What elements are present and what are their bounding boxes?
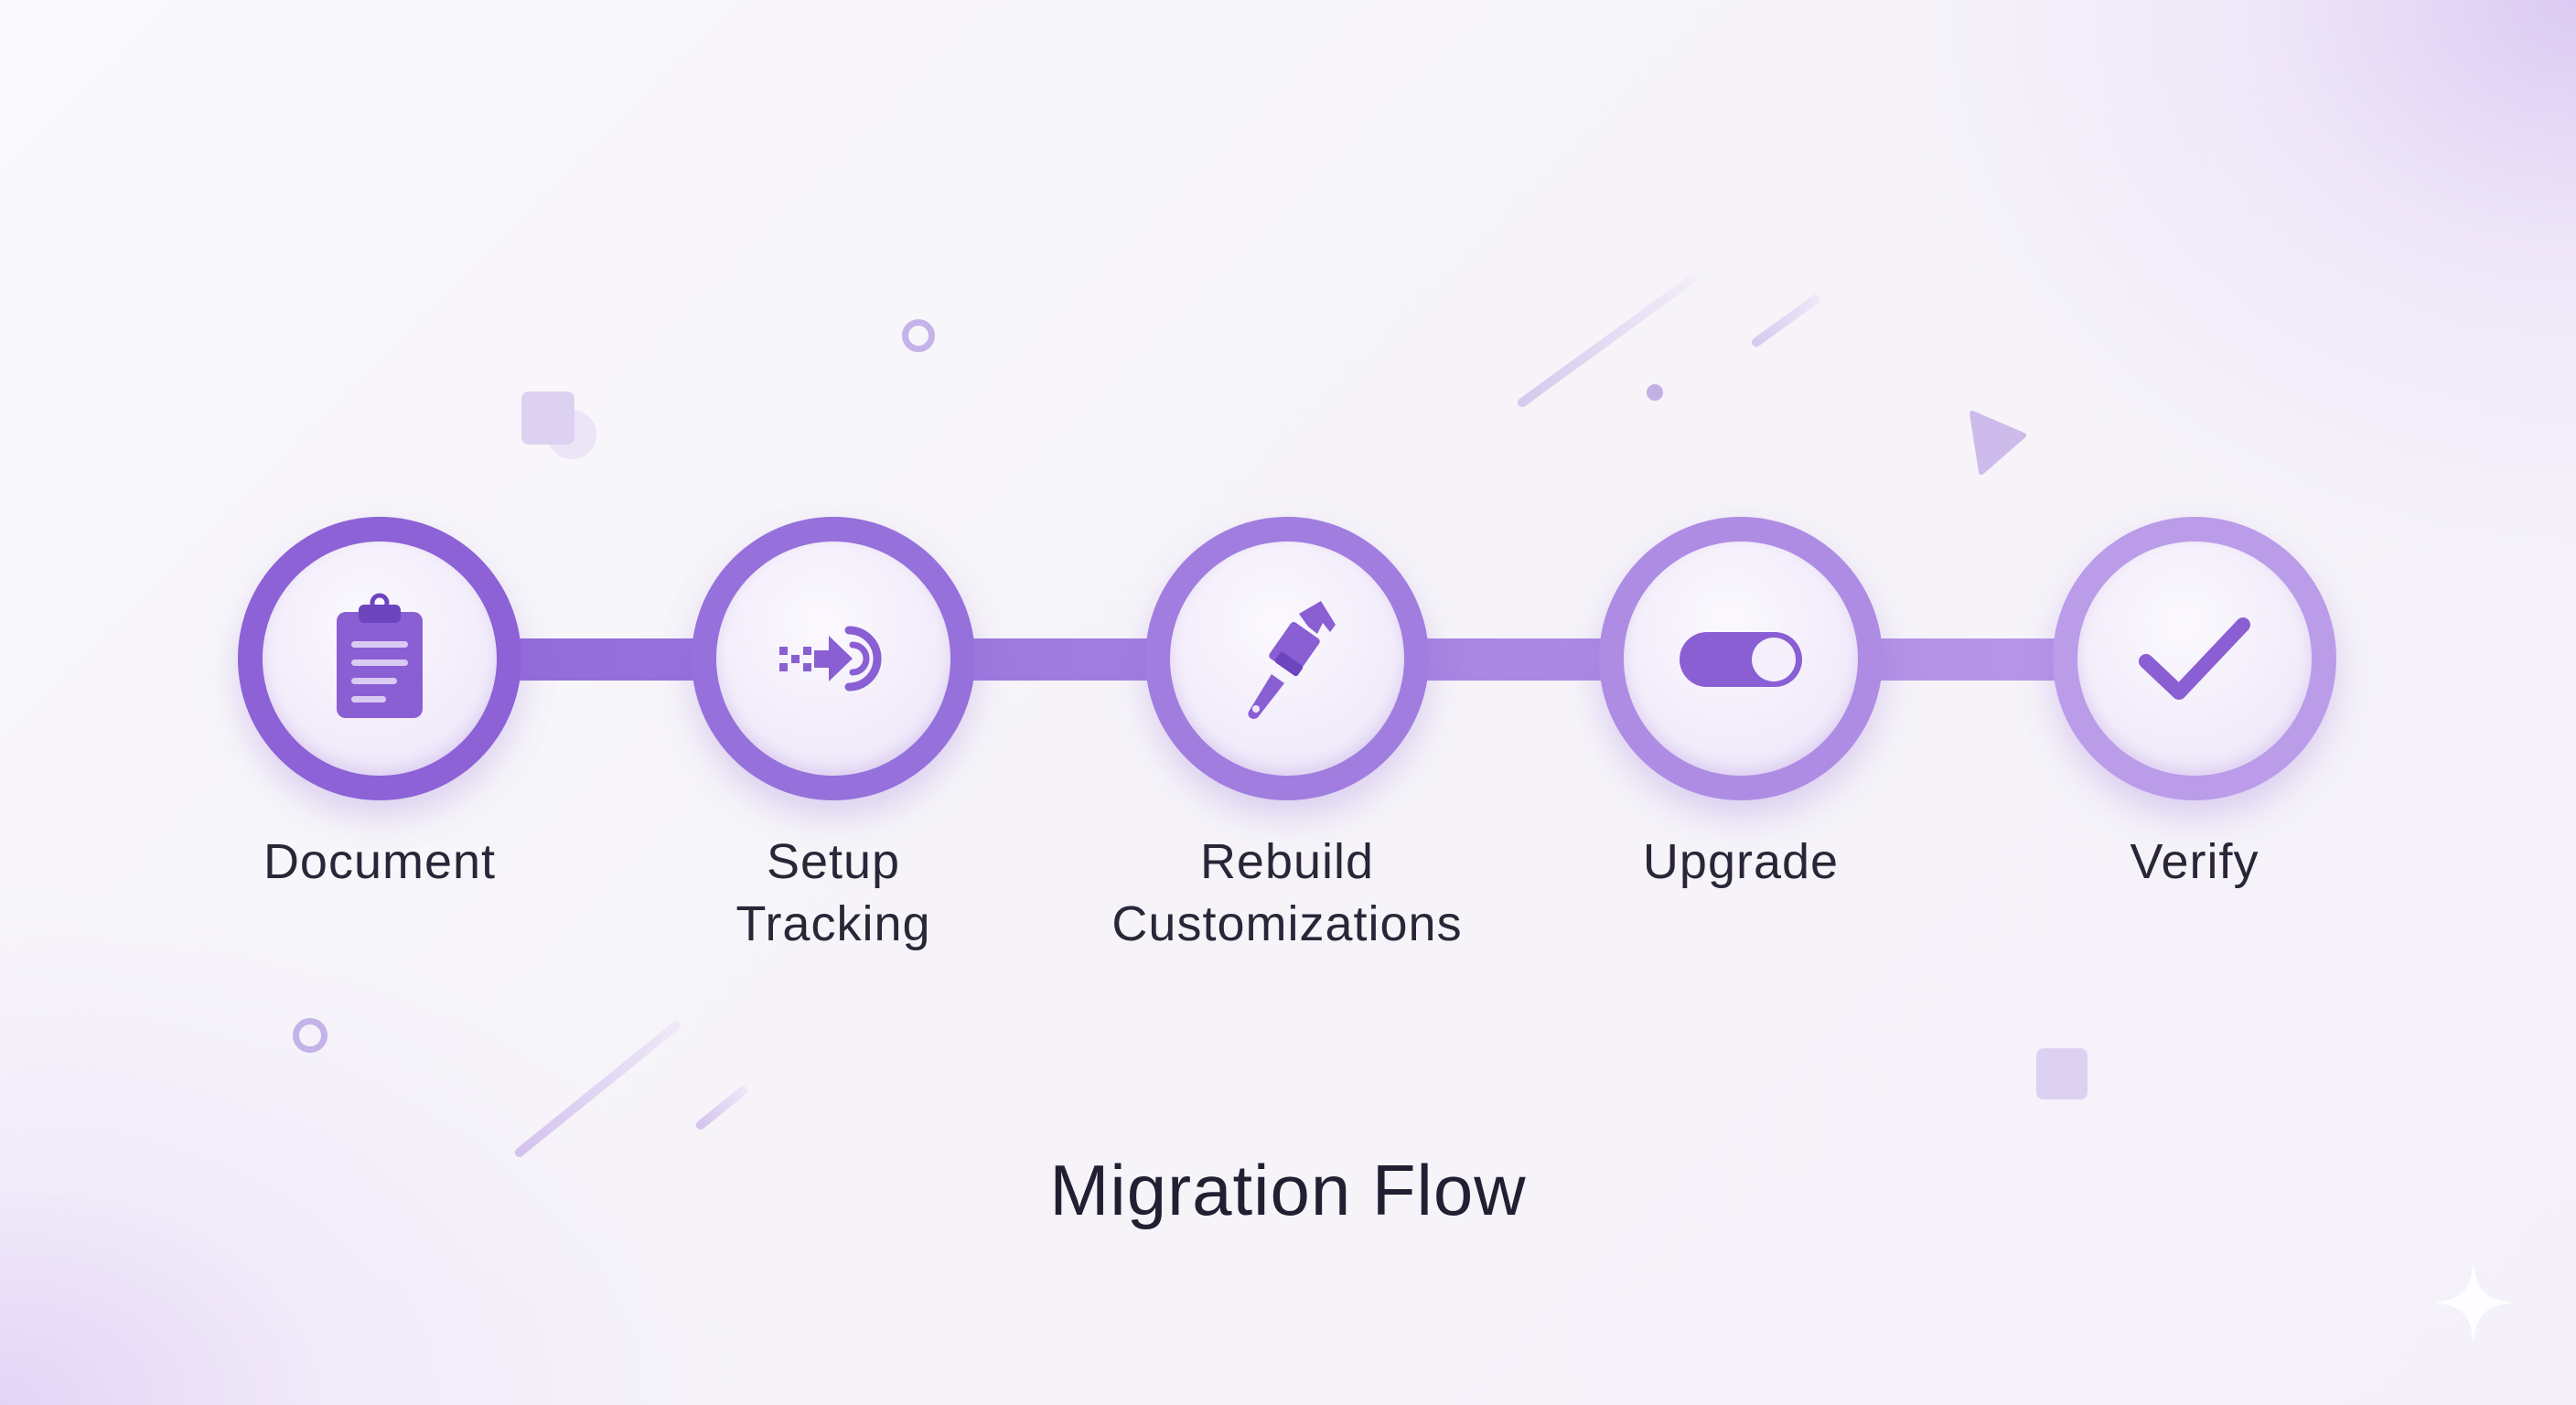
decorative-triangle (1970, 411, 2026, 475)
clipboard-icon (337, 593, 423, 718)
tracking-arrow-target-icon (779, 626, 882, 692)
decorative-ring (293, 1018, 327, 1053)
step-circle (2053, 517, 2336, 800)
step-circle-inner (1170, 542, 1404, 776)
decorative-square (2036, 1048, 2088, 1099)
flow-step (1145, 517, 1429, 802)
toggle-switch-icon (1680, 632, 1802, 687)
step-circle-inner (716, 542, 950, 776)
step-label: Document (151, 831, 608, 893)
step-circle (1145, 517, 1429, 800)
step-circle-inner (1624, 542, 1858, 776)
decorative-stroke (1516, 272, 1700, 410)
diagram-title: Migration Flow (1049, 1150, 1527, 1230)
step-label-line: Document (263, 834, 497, 889)
decorative-dot (1647, 384, 1663, 401)
paintbrush-icon (1248, 601, 1336, 719)
decorative-ring (902, 319, 935, 352)
flow-step (1599, 517, 1883, 802)
step-circle (1599, 517, 1883, 800)
step-label-line: Customizations (1111, 896, 1463, 951)
flow-step (692, 517, 975, 802)
sparkle-icon (2433, 1262, 2514, 1343)
decorative-square (521, 391, 574, 445)
decorative-stroke (512, 1019, 682, 1159)
step-label: Upgrade (1512, 831, 1970, 893)
flow-step (238, 517, 521, 802)
step-label-line: Upgrade (1642, 834, 1840, 889)
step-circle-inner (263, 542, 497, 776)
step-circle (692, 517, 975, 800)
step-circle (238, 517, 521, 800)
flow-step (2053, 517, 2336, 802)
step-circle-inner (2077, 542, 2312, 776)
checkmark-icon (2139, 617, 2250, 700)
step-label-line: Setup (766, 834, 901, 889)
step-label-line: Verify (2130, 834, 2259, 889)
step-label: Verify (1966, 831, 2423, 893)
decorative-stroke (1750, 293, 1822, 349)
step-label-line: Tracking (735, 896, 931, 951)
step-label-line: Rebuild (1199, 834, 1375, 889)
decorative-stroke (693, 1084, 750, 1132)
